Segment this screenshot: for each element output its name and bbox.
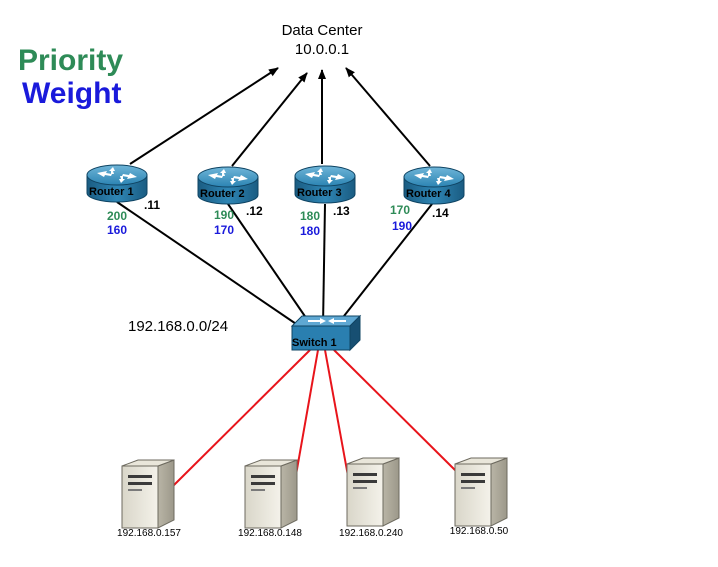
- router-4-weight: 190: [391, 219, 413, 233]
- router-icon[interactable]: [197, 166, 259, 205]
- link-switch-server-4: [333, 349, 461, 476]
- data-center-address: 10.0.0.1: [294, 41, 350, 58]
- uplink-lines: [129, 67, 431, 167]
- router-2-suffix: .12: [246, 204, 263, 218]
- legend-priority: Priority: [18, 44, 124, 77]
- legend-weight: Weight: [22, 77, 122, 110]
- link-router-1-switch: [116, 201, 306, 331]
- link-switch-server-1: [171, 349, 311, 488]
- router-2-label: Router 2: [200, 188, 245, 200]
- link-router-4-switch: [332, 203, 433, 331]
- server-2-ip: 192.168.0.148: [238, 528, 302, 539]
- uplink-router-2: [231, 72, 308, 167]
- router-2-weight: 170: [213, 223, 235, 237]
- router-4-label: Router 4: [406, 188, 451, 200]
- router-icon[interactable]: [403, 166, 465, 205]
- data-center-name: Data Center: [281, 22, 363, 39]
- server-4-ip: 192.168.0.50: [449, 526, 509, 537]
- router-icon[interactable]: [294, 165, 356, 204]
- uplink-router-4: [345, 67, 431, 167]
- link-switch-server-3: [324, 349, 351, 488]
- server-icon[interactable]: [454, 457, 508, 527]
- uplink-router-1: [129, 67, 279, 165]
- server-icon[interactable]: [121, 459, 175, 529]
- router-1-label: Router 1: [89, 186, 134, 198]
- router-1-suffix: .11: [144, 198, 161, 212]
- router-2-priority: 190: [213, 208, 235, 222]
- data-center-label: Data Center 10.0.0.1: [262, 21, 382, 59]
- router-3-suffix: .13: [333, 204, 350, 218]
- router-3-label: Router 3: [297, 187, 342, 199]
- switch-icon[interactable]: [290, 314, 362, 352]
- server-1-ip: 192.168.0.157: [117, 528, 181, 539]
- router-3-weight: 180: [299, 224, 321, 238]
- server-links: [171, 349, 461, 493]
- router-3-priority: 180: [299, 209, 321, 223]
- lan-uplinks: [116, 201, 433, 331]
- switch-label: Switch 1: [292, 337, 337, 349]
- router-4-suffix: .14: [432, 206, 449, 220]
- server-icon[interactable]: [244, 459, 298, 529]
- server-3-ip: 192.168.0.240: [339, 528, 403, 539]
- server-icon[interactable]: [346, 457, 400, 527]
- router-1-priority: 200: [106, 209, 128, 223]
- router-1-weight: 160: [106, 223, 128, 237]
- link-router-3-switch: [322, 203, 326, 327]
- router-icon[interactable]: [86, 164, 148, 203]
- router-4-priority: 170: [389, 203, 411, 217]
- subnet-label: 192.168.0.0/24: [128, 318, 229, 335]
- link-router-2-switch: [227, 203, 314, 329]
